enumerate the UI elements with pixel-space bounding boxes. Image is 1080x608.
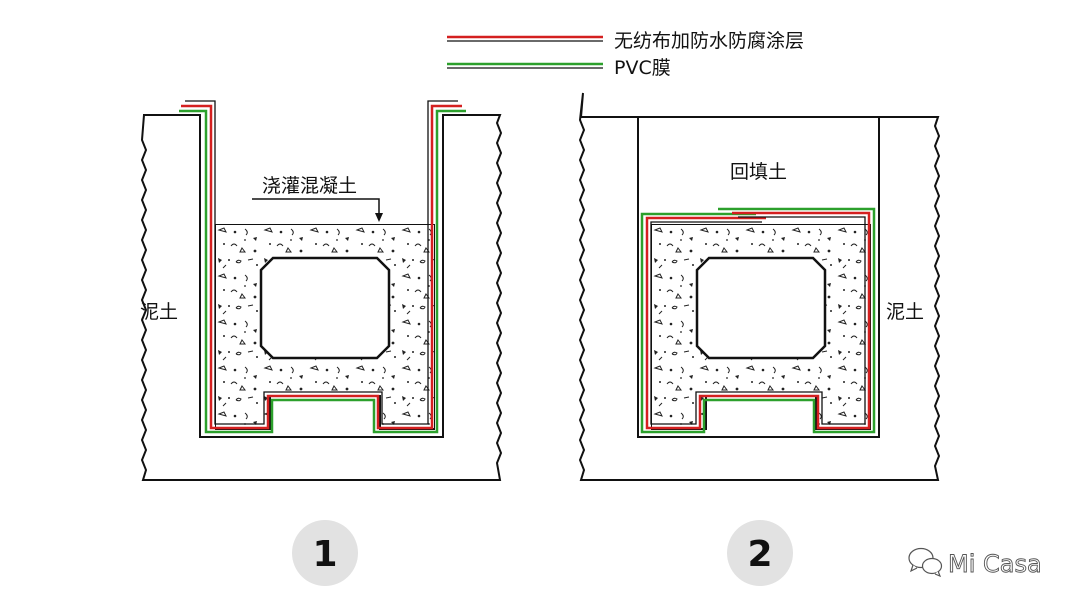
wechat-icon bbox=[908, 547, 943, 578]
culvert-1 bbox=[215, 224, 435, 431]
backfill-label: 回填土 bbox=[730, 161, 787, 183]
number-label-1: 1 bbox=[312, 534, 337, 575]
legend-item-pvc: PVC膜 bbox=[447, 57, 671, 79]
diagram-2: 回填土 泥土 2 bbox=[578, 92, 941, 586]
legend-label-pvc: PVC膜 bbox=[614, 57, 671, 79]
pour-concrete-label: 浇灌混凝土 bbox=[262, 175, 357, 197]
number-label-2: 2 bbox=[747, 534, 772, 575]
legend-label-membrane: 无纺布加防水防腐涂层 bbox=[614, 30, 804, 52]
soil-1 bbox=[140, 114, 503, 481]
trench-walls-2 bbox=[637, 117, 880, 438]
membrane-layers-2 bbox=[640, 207, 876, 434]
watermark-text: Mi Casa bbox=[948, 550, 1042, 578]
diagram-1: 浇灌混凝土 泥土 1 bbox=[140, 100, 503, 586]
pour-arrow-head bbox=[375, 213, 383, 222]
soil-label-1: 泥土 bbox=[140, 301, 178, 323]
legend: 无纺布加防水防腐涂层 PVC膜 bbox=[447, 30, 804, 79]
watermark: Mi Casa bbox=[908, 547, 1042, 578]
number-badge-1: 1 bbox=[292, 520, 358, 586]
soil-label-2: 泥土 bbox=[886, 301, 924, 323]
membrane-layers-1 bbox=[179, 100, 466, 434]
pour-arrow bbox=[252, 198, 380, 219]
number-badge-2: 2 bbox=[727, 520, 793, 586]
legend-item-membrane: 无纺布加防水防腐涂层 bbox=[447, 30, 804, 52]
